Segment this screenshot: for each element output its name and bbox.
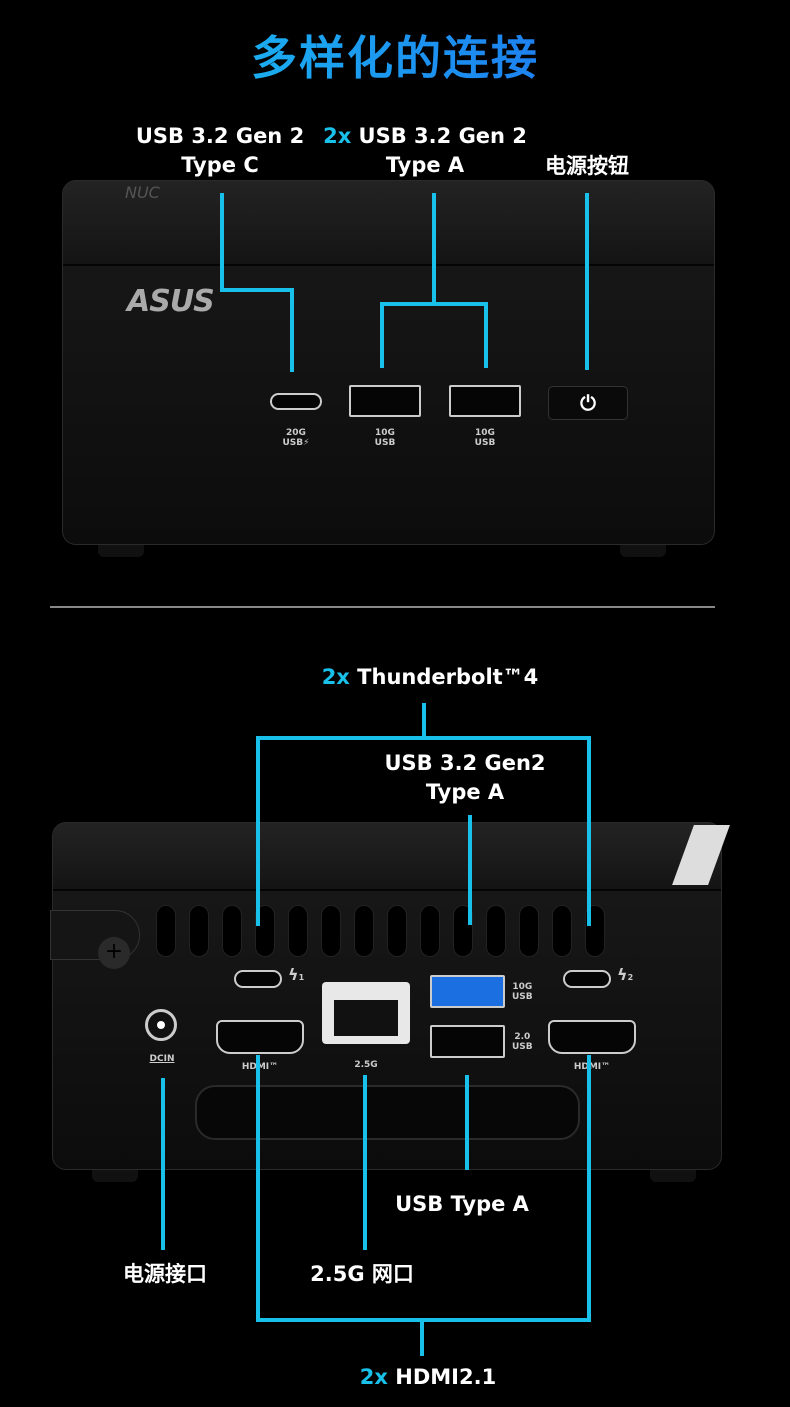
callout-line <box>420 1318 424 1356</box>
callout-line <box>484 302 488 368</box>
callout-line <box>587 1055 591 1322</box>
device-lid <box>53 823 721 891</box>
thunderbolt-icon: ϟ1 <box>288 965 305 984</box>
callout-line <box>468 815 472 925</box>
lan-label: 2.5G <box>354 1060 378 1070</box>
ethernet-port <box>322 982 410 1044</box>
asus-logo: ASUS <box>127 284 215 319</box>
hdmi-port-2 <box>548 1020 636 1054</box>
callout-line2: Type C <box>181 153 259 177</box>
callout-line <box>220 193 224 292</box>
callout-line <box>587 736 591 926</box>
callout-line <box>422 703 426 740</box>
callout-usb-c: USB 3.2 Gen 2 Type C <box>136 122 304 180</box>
thunderbolt-port-2 <box>563 970 611 988</box>
callout-lan: 2.5G 网口 <box>310 1262 414 1286</box>
dc-in-port <box>145 1009 177 1041</box>
power-button[interactable]: ⏻ <box>548 386 628 420</box>
callout-line1: USB 3.2 Gen 2 <box>351 124 527 148</box>
callout-thunderbolt: 2x Thunderbolt™4 <box>321 665 539 689</box>
nuc-front: NUC ASUS <box>62 180 715 545</box>
callout-line <box>256 736 260 926</box>
callout-hdmi: 2x HDMI2.1 <box>359 1365 497 1389</box>
callout-line2: Type A <box>385 153 465 177</box>
callout-line <box>585 193 589 370</box>
usb-a-10g-port <box>430 975 505 1008</box>
divider <box>50 606 715 608</box>
blank-plate <box>195 1085 580 1140</box>
screw-icon: + <box>98 937 130 969</box>
foot <box>92 1170 138 1182</box>
callout-usb-type-a: USB Type A <box>395 1192 529 1216</box>
callout-usb-a: 2x USB 3.2 Gen 2 Type A <box>323 122 527 180</box>
callout-line <box>256 1055 260 1322</box>
usb-c-port <box>270 393 322 410</box>
usb-a-port <box>349 385 421 417</box>
callout-line <box>161 1078 165 1250</box>
callout-line <box>380 302 384 368</box>
callout-power-in: 电源接口 <box>123 1262 207 1286</box>
callout-prefix: 2x <box>323 124 352 148</box>
page-title: 多样化的连接 <box>0 22 790 88</box>
usb-a-port <box>449 385 521 417</box>
hdmi-port-1 <box>216 1020 304 1054</box>
power-icon: ⏻ <box>580 391 596 415</box>
foot <box>98 545 144 557</box>
callout-line1: USB 3.2 Gen 2 <box>135 124 305 148</box>
foot <box>650 1170 696 1182</box>
hdmi-label: HDMI™ <box>573 1062 611 1072</box>
callout-line <box>256 736 591 740</box>
thunderbolt-icon: ϟ2 <box>617 965 634 984</box>
dcin-label: DCIN <box>149 1054 175 1064</box>
callout-line <box>363 1075 367 1250</box>
callout-line <box>432 193 436 306</box>
nuc-mark: NUC <box>125 183 160 202</box>
callout-line <box>220 288 294 292</box>
thunderbolt-port-1 <box>234 970 282 988</box>
vent-grille <box>156 905 605 957</box>
foot <box>620 545 666 557</box>
callout-line <box>465 1075 469 1170</box>
callout-line <box>380 302 488 306</box>
usb-a-2-port <box>430 1025 505 1058</box>
hdmi-label: HDMI™ <box>241 1062 279 1072</box>
callout-power: 电源按钮 <box>545 154 629 178</box>
device-lid <box>63 181 714 266</box>
callout-line <box>290 288 294 372</box>
